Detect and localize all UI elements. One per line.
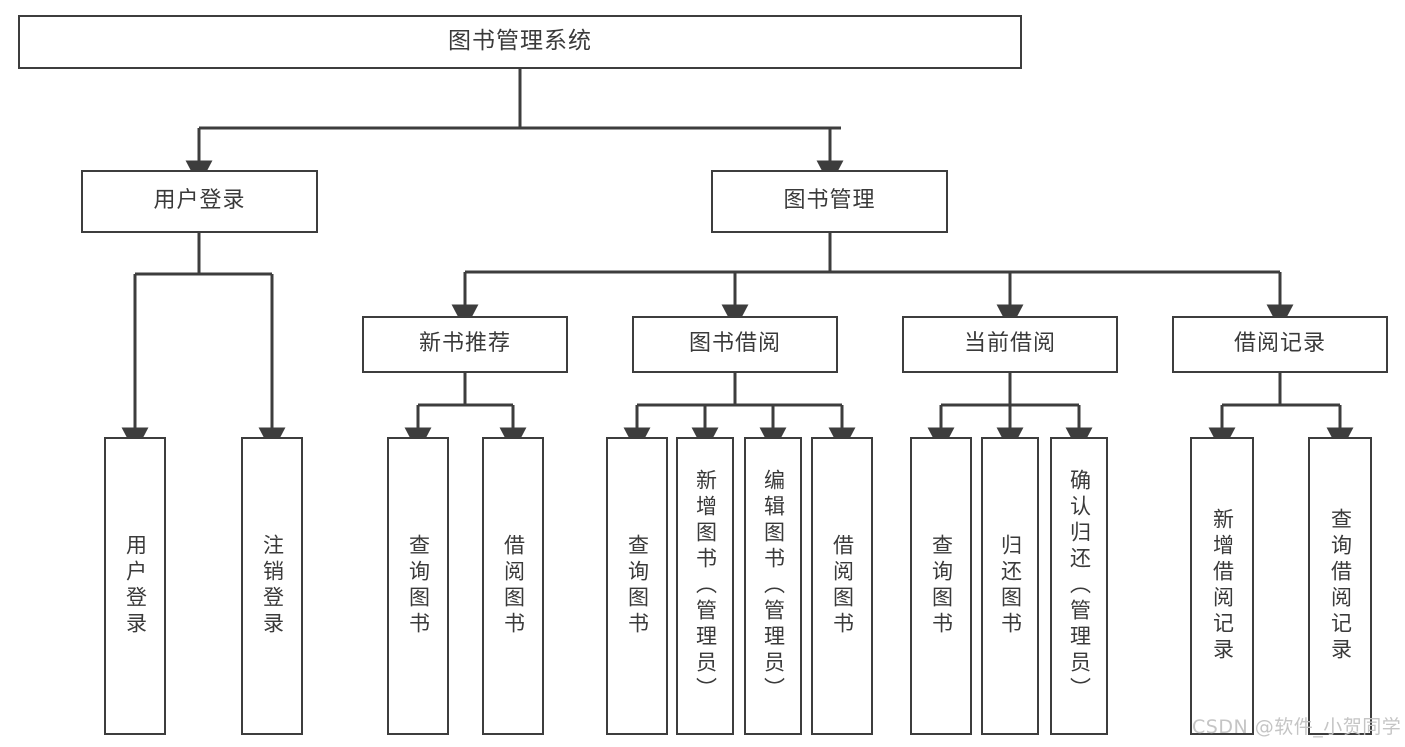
node-leaf-query-book-1[interactable]: 查询图书 — [387, 437, 449, 735]
node-leaf-logout-login-label: 注销登录 — [260, 534, 285, 638]
node-borrow-record[interactable]: 借阅记录 — [1172, 316, 1388, 373]
node-leaf-logout-login[interactable]: 注销登录 — [241, 437, 303, 735]
node-root-label: 图书管理系统 — [448, 28, 592, 55]
node-user-login[interactable]: 用户登录 — [81, 170, 318, 233]
node-leaf-add-book-label: 新增图书（管理员） — [693, 469, 718, 703]
node-book-borrow[interactable]: 图书借阅 — [632, 316, 838, 373]
node-leaf-borrow-book-1-label: 借阅图书 — [501, 534, 526, 638]
node-leaf-add-record[interactable]: 新增借阅记录 — [1190, 437, 1254, 735]
node-new-book-rec-label: 新书推荐 — [418, 331, 511, 357]
node-leaf-edit-book[interactable]: 编辑图书（管理员） — [744, 437, 802, 735]
node-leaf-confirm-return-label: 确认归还（管理员） — [1067, 469, 1092, 703]
node-leaf-edit-book-label: 编辑图书（管理员） — [761, 469, 786, 703]
node-leaf-return-book[interactable]: 归还图书 — [981, 437, 1039, 735]
node-leaf-query-book-2-label: 查询图书 — [625, 534, 650, 638]
node-book-borrow-label: 图书借阅 — [688, 331, 781, 357]
node-leaf-borrow-book-2-label: 借阅图书 — [830, 534, 855, 638]
node-current-borrow-label: 当前借阅 — [963, 331, 1056, 357]
node-leaf-borrow-book-2[interactable]: 借阅图书 — [811, 437, 873, 735]
node-leaf-borrow-book-1[interactable]: 借阅图书 — [482, 437, 544, 735]
node-leaf-query-book-2[interactable]: 查询图书 — [606, 437, 668, 735]
node-leaf-query-record[interactable]: 查询借阅记录 — [1308, 437, 1372, 735]
node-leaf-user-login-label: 用户登录 — [123, 534, 148, 638]
node-leaf-query-book-3-label: 查询图书 — [929, 534, 954, 638]
node-leaf-return-book-label: 归还图书 — [998, 534, 1023, 638]
node-leaf-confirm-return[interactable]: 确认归还（管理员） — [1050, 437, 1108, 735]
node-user-login-label: 用户登录 — [153, 188, 246, 214]
node-leaf-add-book[interactable]: 新增图书（管理员） — [676, 437, 734, 735]
node-new-book-rec[interactable]: 新书推荐 — [362, 316, 568, 373]
node-current-borrow[interactable]: 当前借阅 — [902, 316, 1118, 373]
node-book-manage-label: 图书管理 — [783, 188, 876, 214]
node-leaf-query-book-3[interactable]: 查询图书 — [910, 437, 972, 735]
node-leaf-user-login[interactable]: 用户登录 — [104, 437, 166, 735]
csdn-watermark-text: CSDN @软件_小贺同学 — [1192, 716, 1402, 738]
node-leaf-query-book-1-label: 查询图书 — [406, 534, 431, 638]
node-root[interactable]: 图书管理系统 — [18, 15, 1022, 69]
node-leaf-add-record-label: 新增借阅记录 — [1210, 508, 1235, 664]
node-borrow-record-label: 借阅记录 — [1233, 331, 1326, 357]
csdn-watermark: CSDN @软件_小贺同学 — [1192, 712, 1401, 739]
node-leaf-query-record-label: 查询借阅记录 — [1328, 508, 1353, 664]
node-book-manage[interactable]: 图书管理 — [711, 170, 948, 233]
